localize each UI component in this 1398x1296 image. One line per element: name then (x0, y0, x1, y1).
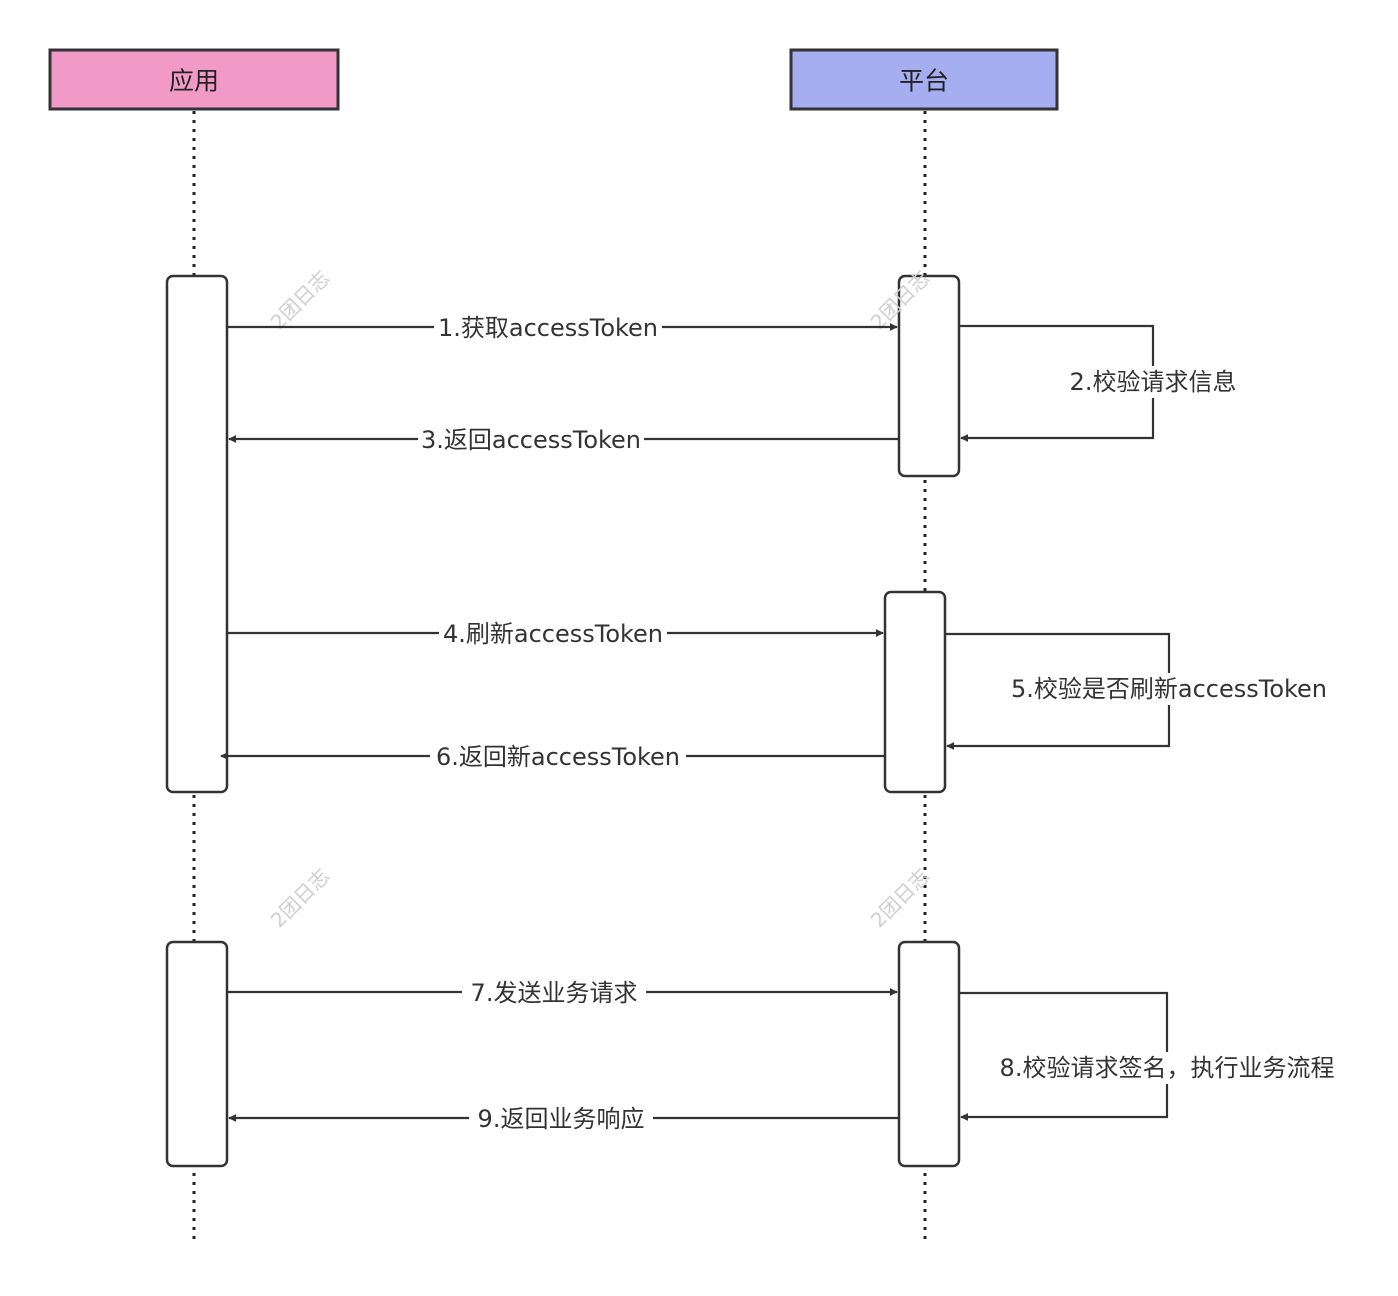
message-5-label: 5.校验是否刷新accessToken (1011, 675, 1327, 703)
actor-label-app: 应用 (169, 67, 219, 96)
message-7-label-bg (462, 976, 646, 1008)
activation-platform-3 (897, 940, 961, 1168)
message-2-label: 2.校验请求信息 (1070, 368, 1237, 396)
message-1-label: 1.获取accessToken (438, 314, 658, 342)
message-9-label-bg (469, 1102, 653, 1134)
message-6-label: 6.返回新accessToken (436, 743, 680, 771)
actor-label-platform: 平台 (899, 67, 949, 96)
message-9-label: 9.返回业务响应 (478, 1105, 645, 1133)
message-2-label-bg (1062, 366, 1244, 398)
activation-app-1 (165, 274, 229, 794)
activation-app-2 (165, 940, 229, 1168)
message-5-label-bg (1002, 673, 1336, 705)
message-6-label-bg (430, 740, 686, 772)
message-7-label: 7.发送业务请求 (471, 979, 638, 1007)
message-1-label-bg (434, 311, 662, 343)
actor-box-platform (789, 48, 1059, 111)
watermark: 2团日志 (266, 864, 334, 932)
message-4-label-bg (439, 618, 667, 650)
watermark: 2团日志 (266, 266, 334, 334)
activation-platform-1 (897, 274, 961, 478)
actor-box-app (48, 48, 340, 111)
message-3-label-bg (418, 424, 644, 456)
message-4-label: 4.刷新accessToken (443, 620, 663, 648)
message-3-label: 3.返回accessToken (421, 426, 641, 454)
activation-platform-2 (883, 590, 947, 794)
message-8-label: 8.校验请求签名，执行业务流程 (1000, 1054, 1335, 1082)
message-8-label-bg (985, 1052, 1349, 1084)
